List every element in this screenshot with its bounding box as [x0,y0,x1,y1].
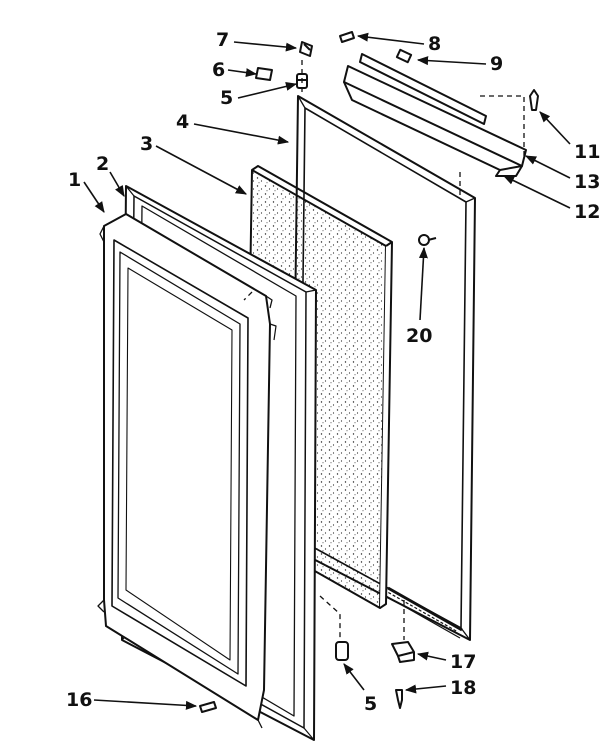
callout-17: 17 [450,651,476,673]
assembly-guides [243,60,525,640]
leader-lines [83,32,571,710]
inner-liner [97,213,277,729]
callout-18: 18 [450,677,476,699]
callout-20: 20 [406,325,432,347]
plug-button [418,234,437,246]
callout-8: 8 [428,33,441,55]
callout-16: 16 [66,689,92,711]
hinge-channel [343,65,527,177]
callout-9: 9 [490,53,503,75]
callout-6: 6 [212,59,225,81]
bottom-bushing [335,641,349,661]
callout-11: 11 [574,141,600,163]
bottom-hinge-bracket [391,641,415,663]
callout-7: 7 [216,29,229,51]
top-trim [359,48,487,125]
screw-hinge [529,89,539,111]
callout-5-bottom: 5 [364,693,377,715]
screw-top [339,31,355,43]
callout-1: 1 [68,169,81,191]
callout-12: 12 [574,201,600,223]
bottom-screw [395,689,403,709]
liner-screw [199,701,217,713]
hinge-bushing [255,67,273,81]
callout-5-top: 5 [220,87,233,109]
callout-3: 3 [140,133,153,155]
callout-4: 4 [176,111,189,133]
callout-labels: 1 2 3 4 5 5 6 7 8 9 11 12 13 16 17 18 20 [66,29,600,715]
callout-13: 13 [574,171,600,193]
hinge-pin [299,41,313,57]
callout-2: 2 [96,153,109,175]
